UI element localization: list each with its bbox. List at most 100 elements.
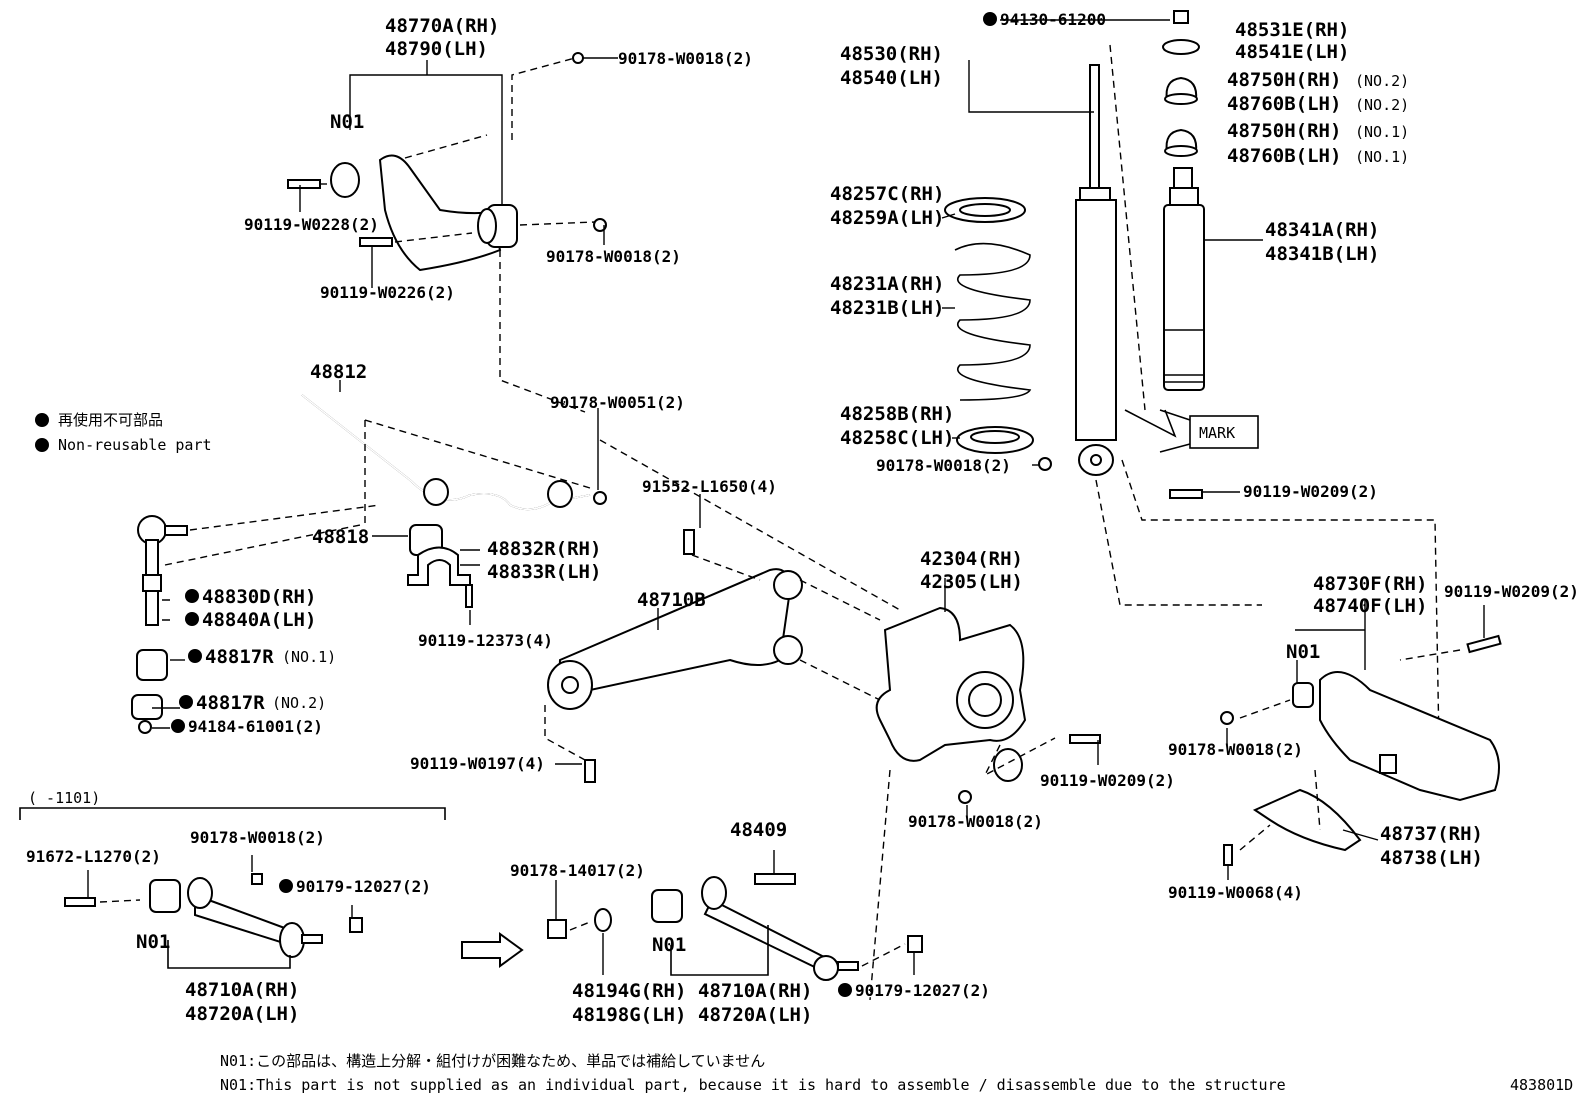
label-48530: 48530(RH)	[840, 43, 943, 65]
label-48840A: 48840A(LH)	[202, 609, 316, 631]
legend-jp-text: 再使用不可部品	[58, 411, 163, 429]
label-94184-61001: 94184-61001(2)	[188, 717, 323, 736]
label-48760B-no1: 48760B(LH)	[1227, 145, 1341, 167]
label-48341A: 48341A(RH)	[1265, 219, 1379, 241]
label-production-range: ( -1101)	[28, 789, 100, 807]
label-no2: (NO.2)	[1355, 72, 1409, 90]
label-48760B-no2: 48760B(LH)	[1227, 93, 1341, 115]
footnote-jp: N01:この部品は、構造上分解・組付けが困難なため、単品では補給していません	[220, 1052, 765, 1070]
label-48832R: 48832R(RH)	[487, 538, 601, 560]
label-48720A: 48720A(LH)	[185, 1003, 299, 1025]
label-48194G: 48194G(RH)	[572, 980, 686, 1002]
shock-absorber-drawing	[1075, 44, 1441, 801]
label-48231A: 48231A(RH)	[830, 273, 944, 295]
arrow-icon	[461, 932, 524, 968]
label-48258C: 48258C(LH)	[840, 427, 954, 449]
label-48740F: 48740F(LH)	[1313, 595, 1427, 617]
label-no1: (NO.1)	[1355, 148, 1409, 166]
upper-mount-drawing	[1162, 10, 1205, 391]
label-no2: (NO.2)	[272, 694, 326, 712]
label-90179-12027: 90179-12027(2)	[296, 877, 431, 896]
label-90178-W0018: 90178-W0018(2)	[1168, 740, 1303, 759]
label-91552-L1650: 91552-L1650(4)	[642, 477, 777, 496]
label-90119-W0209: 90119-W0209(2)	[1444, 582, 1579, 601]
label-48720A: 48720A(LH)	[698, 1004, 812, 1026]
non-reusable-mark	[35, 438, 49, 452]
label-48750H-no1: 48750H(RH)	[1227, 120, 1341, 142]
label-48730F: 48730F(RH)	[1313, 573, 1427, 595]
label-no1: (NO.1)	[1355, 123, 1409, 141]
label-48710A: 48710A(RH)	[185, 979, 299, 1001]
non-reusable-mark	[185, 612, 199, 626]
label-48790: 48790(LH)	[385, 38, 488, 60]
label-48737: 48737(RH)	[1380, 823, 1483, 845]
label-n01: N01	[136, 931, 170, 953]
footnotes: N01:この部品は、構造上分解・組付けが困難なため、単品では補給していません N…	[220, 1052, 1573, 1094]
label-90119-W0209: 90119-W0209(2)	[1243, 482, 1378, 501]
label-48830D: 48830D(RH)	[202, 586, 316, 608]
label-48818: 48818	[312, 526, 369, 548]
label-48541E: 48541E(LH)	[1235, 41, 1349, 63]
stabilizer-bar-drawing	[301, 394, 607, 528]
non-reusable-mark	[179, 695, 193, 709]
stabilizer-link-drawing	[131, 504, 381, 734]
label-48710B: 48710B	[637, 589, 706, 611]
non-reusable-mark	[983, 12, 997, 26]
label-90178-W0018: 90178-W0018(2)	[190, 828, 325, 847]
coil-spring-drawing	[944, 197, 1203, 499]
label-90178-W0051: 90178-W0051(2)	[550, 393, 685, 412]
label-48257C: 48257C(RH)	[830, 183, 944, 205]
diagram-code: 483801D	[1510, 1076, 1573, 1094]
non-reusable-mark	[185, 589, 199, 603]
label-48750H-no2: 48750H(RH)	[1227, 69, 1341, 91]
non-reusable-mark	[279, 879, 293, 893]
label-90119-W0068: 90119-W0068(4)	[1168, 883, 1303, 902]
label-48231B: 48231B(LH)	[830, 297, 944, 319]
non-reusable-mark	[35, 413, 49, 427]
label-48341B: 48341B(LH)	[1265, 243, 1379, 265]
label-90179-12027: 90179-12027(2)	[855, 981, 990, 1000]
label-no2: (NO.2)	[1355, 96, 1409, 114]
non-reusable-mark	[838, 983, 852, 997]
label-n01: N01	[652, 934, 686, 956]
label-48531E: 48531E(RH)	[1235, 19, 1349, 41]
label-mark: MARK	[1199, 424, 1235, 442]
footnote-en: N01:This part is not supplied as an indi…	[220, 1076, 1286, 1094]
lower-arm-drawing	[544, 439, 901, 783]
label-42304: 42304(RH)	[920, 548, 1023, 570]
part-labels: 48770A(RH) 48790(LH) N01 90178-W0018(2) …	[26, 10, 1579, 1026]
label-n01: N01	[1286, 641, 1320, 663]
label-94130-61200: 94130-61200	[1000, 10, 1106, 29]
label-48259A: 48259A(LH)	[830, 207, 944, 229]
label-90178-W0018: 90178-W0018(2)	[618, 49, 753, 68]
label-n01: N01	[330, 111, 364, 133]
label-90119-12373: 90119-12373(4)	[418, 631, 553, 650]
lateral-link-new-drawing	[547, 873, 923, 981]
label-90119-W0209: 90119-W0209(2)	[1040, 771, 1175, 790]
leader-lines	[87, 19, 1485, 975]
label-90119-W0226: 90119-W0226(2)	[320, 283, 455, 302]
part-drawings	[19, 10, 1502, 1001]
label-91672-L1270: 91672-L1270(2)	[26, 847, 161, 866]
label-48817R-no1: 48817R	[205, 646, 274, 668]
label-48833R: 48833R(LH)	[487, 561, 601, 583]
non-reusable-mark	[171, 719, 185, 733]
label-48198G: 48198G(LH)	[572, 1004, 686, 1026]
upper-control-arm-drawing	[287, 52, 607, 413]
label-48817R-no2: 48817R	[196, 692, 265, 714]
non-reusable-mark	[188, 649, 202, 663]
label-48812: 48812	[310, 361, 367, 383]
knuckle-drawing	[869, 606, 1101, 1001]
label-48540: 48540(LH)	[840, 67, 943, 89]
label-90119-W0228: 90119-W0228(2)	[244, 215, 379, 234]
lateral-link-old-drawing	[19, 807, 446, 969]
legend-en-text: Non-reusable part	[58, 436, 212, 454]
label-90178-W0018: 90178-W0018(2)	[908, 812, 1043, 831]
stabilizer-bushing-drawing	[407, 524, 473, 608]
label-90178-W0018: 90178-W0018(2)	[876, 456, 1011, 475]
label-90119-W0197: 90119-W0197(4)	[410, 754, 545, 773]
legend: 再使用不可部品 Non-reusable part	[35, 411, 212, 454]
lower-rear-arm-drawing	[1220, 634, 1502, 866]
label-48258B: 48258B(RH)	[840, 403, 954, 425]
